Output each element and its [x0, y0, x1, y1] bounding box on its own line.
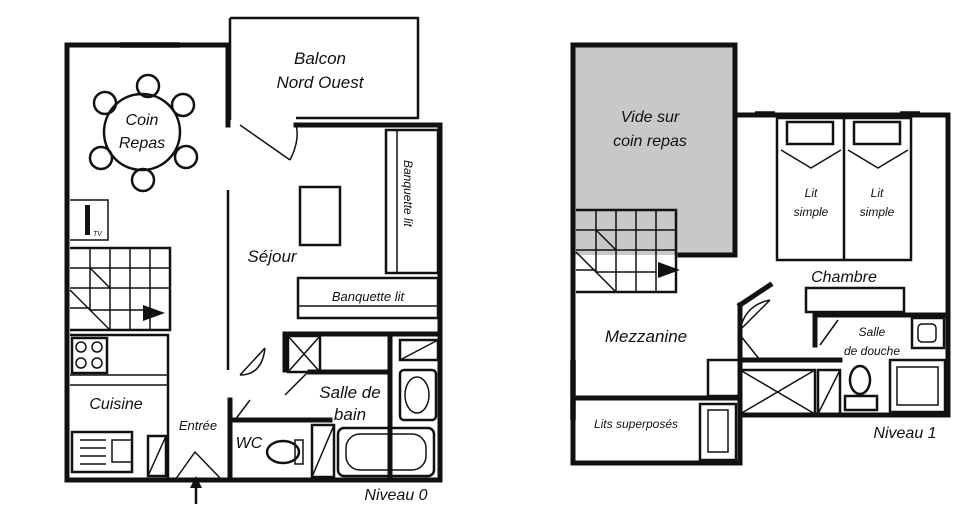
washbasin — [398, 368, 438, 422]
entry-door — [174, 450, 221, 481]
tv-icon — [85, 205, 90, 235]
door — [819, 319, 839, 346]
level-0-plan — [64, 16, 443, 504]
tv-cabinet — [70, 199, 109, 241]
dresser — [804, 286, 906, 314]
staircase — [69, 246, 172, 332]
chair — [170, 92, 196, 118]
door — [736, 281, 774, 309]
chair — [135, 73, 161, 99]
wall — [64, 42, 443, 483]
window — [570, 360, 576, 420]
balcon-label-2: Nord Ouest — [277, 73, 365, 92]
tv-label: TV — [93, 231, 103, 238]
banquette-vertical-label: Banquette lit — [401, 160, 415, 227]
lit1-label-1: Lit — [805, 186, 818, 200]
chair — [92, 90, 118, 116]
door-swing — [739, 299, 771, 331]
level-1-plan — [570, 42, 951, 466]
sink — [70, 430, 134, 474]
stair-arrow-icon — [143, 305, 165, 321]
cooktop — [70, 336, 109, 375]
stair-arrow-icon — [658, 262, 680, 278]
cabinet — [706, 358, 742, 398]
pillow — [852, 120, 902, 146]
pillow — [785, 120, 835, 146]
lits-superposes-label: Lits superposés — [594, 417, 678, 431]
sofa-bed-horizontal — [296, 276, 440, 320]
lit2-label-1: Lit — [871, 186, 884, 200]
toilet-icon — [848, 364, 872, 396]
door — [234, 399, 251, 421]
level-1-title: Niveau 1 — [873, 425, 936, 442]
level-0-title: Niveau 0 — [364, 487, 427, 504]
chair — [88, 145, 114, 171]
door — [239, 347, 266, 376]
washer — [398, 338, 440, 362]
toilet-icon — [265, 439, 301, 465]
coin-repas-label-2: Repas — [119, 135, 165, 152]
kitchen-counter — [70, 333, 170, 480]
banquette-horizontal-label: Banquette lit — [332, 289, 406, 304]
door — [739, 334, 761, 361]
wc-label: WC — [236, 435, 263, 452]
entree-label: Entrée — [179, 418, 217, 433]
window — [120, 42, 180, 48]
vide-label-2: coin repas — [613, 133, 687, 150]
bathtub — [336, 426, 436, 478]
wc-cabinet — [310, 423, 336, 479]
cuisine-label: Cuisine — [89, 396, 142, 413]
door-swing — [289, 124, 298, 161]
door — [284, 369, 311, 396]
lit2-label-2: simple — [860, 205, 895, 219]
chair — [130, 167, 156, 193]
balcon-label-1: Balcon — [294, 49, 346, 68]
coffee-table — [298, 185, 342, 247]
washbasin — [910, 316, 946, 350]
shower — [888, 358, 947, 414]
chair — [173, 144, 199, 170]
bunk-ladder — [698, 402, 738, 462]
wall — [677, 112, 738, 258]
void-area — [575, 47, 733, 255]
bed-sheet — [780, 149, 909, 169]
salle-de-bain-label-1: Salle de — [319, 383, 380, 402]
sejour-label: Séjour — [247, 247, 297, 266]
staircase — [575, 208, 680, 294]
closet — [286, 334, 322, 374]
vide-label-1: Vide sur — [621, 109, 680, 126]
balcony-outline — [230, 16, 420, 120]
door — [239, 124, 291, 161]
chambre-label: Chambre — [811, 269, 877, 286]
fridge — [146, 434, 168, 478]
mezzanine-label: Mezzanine — [605, 327, 687, 346]
lit1-label-2: simple — [794, 205, 829, 219]
coin-repas-label-1: Coin — [126, 112, 159, 129]
sofa-bed-vertical — [384, 128, 440, 275]
wall — [293, 122, 443, 483]
salle-douche-label-2: de douche — [844, 344, 900, 358]
salle-de-bain-label-2: bain — [334, 405, 366, 424]
counter-line — [70, 374, 168, 386]
storage — [816, 368, 842, 416]
salle-douche-label-1: Salle — [859, 325, 886, 339]
